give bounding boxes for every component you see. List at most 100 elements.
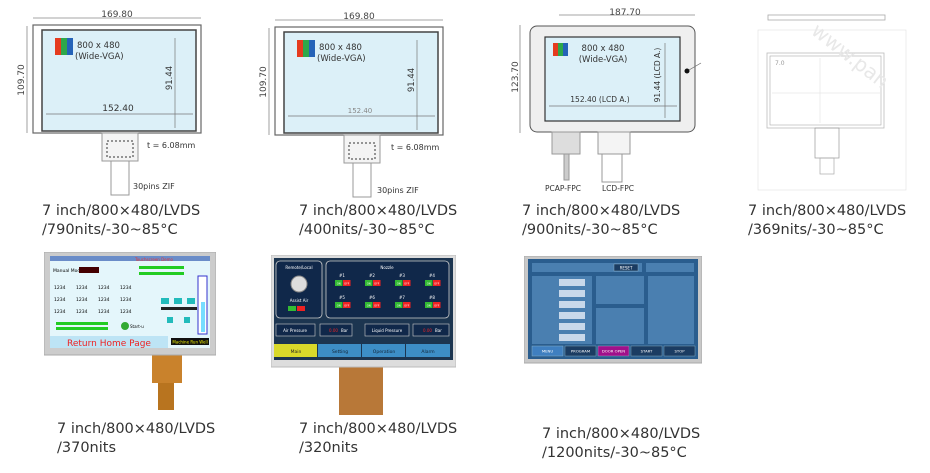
- nozzle-off-label: OFF: [374, 282, 380, 286]
- screen-tab: Operation: [373, 349, 396, 355]
- nozzle-on-label: ON: [337, 282, 341, 286]
- active-height: 91.44: [165, 66, 175, 90]
- spec-line: 7 inch/800×480/LVDS: [542, 426, 701, 442]
- screen-status: Machine Run Well: [172, 340, 207, 345]
- pcap-fpc-label: PCAP-FPC: [545, 184, 581, 193]
- screen-panel-title: Remote/Local: [285, 265, 312, 270]
- spec-line: 7 inch/800×480/LVDS: [522, 203, 681, 219]
- nozzle-on-label: ON: [337, 304, 341, 308]
- screen-button: [663, 345, 696, 357]
- spec-line: /400nits/-30~85°C: [299, 222, 435, 238]
- product-spec-1: 7 inch/800×480/LVDS /790nits/-30~85°C: [42, 202, 200, 240]
- screen-cell: 1234: [54, 309, 66, 315]
- screen-cell: 1234: [76, 297, 88, 303]
- nozzle-off-label: OFF: [344, 304, 350, 308]
- connector-label: 30pins ZIF: [133, 182, 175, 191]
- product-spec-7: 7 inch/800×480/LVDS /1200nits/-30~85°C: [542, 425, 700, 463]
- thickness-label: t = 6.08mm: [391, 143, 440, 152]
- screen-cell: 1234: [54, 285, 66, 291]
- nozzle-on-label: ON: [397, 304, 401, 308]
- nozzle-off-button: [343, 302, 351, 308]
- product-spec-5: 7 inch/800×480/LVDS /370nits: [57, 420, 215, 458]
- screen-home-label: Return Home Page: [67, 339, 151, 349]
- nozzle-label: #2: [369, 273, 375, 278]
- nozzle-label: #1: [339, 273, 345, 278]
- connector-label: 30pins ZIF: [377, 186, 419, 195]
- screen-cell: 1234: [54, 297, 66, 303]
- nozzle-off-label: OFF: [434, 304, 440, 308]
- screen-button: [630, 345, 663, 357]
- liquid-pressure-value: 0.00: [423, 328, 432, 333]
- spec-line: /790nits/-30~85°C: [42, 222, 178, 238]
- screen-tab: Setting: [332, 349, 348, 355]
- screen-button: [597, 345, 630, 357]
- screen-tab: Main: [291, 349, 302, 355]
- active-height: 91.44: [407, 68, 417, 92]
- screen-cell: 1234: [76, 309, 88, 315]
- screen-cell: 1234: [120, 297, 132, 303]
- nozzle-label: #4: [429, 273, 435, 278]
- nozzle-on-label: ON: [367, 304, 371, 308]
- product-drawing-3: 187.70 123.70 800 x 480 (Wide-VGA) 91.44…: [511, 8, 702, 193]
- product-spec-3: 7 inch/800×480/LVDS /900nits/-30~85°C: [522, 202, 680, 240]
- spec-line: 7 inch/800×480/LVDS: [299, 421, 458, 437]
- nozzle-on-button: [365, 302, 373, 308]
- size-label: 7.0: [775, 60, 785, 67]
- nozzle-on-button: [425, 302, 433, 308]
- nozzle-off-button: [403, 302, 411, 308]
- screen-cell: 1234: [120, 285, 132, 291]
- format-label: (Wide-VGA): [317, 54, 366, 64]
- nozzle-off-label: OFF: [434, 282, 440, 286]
- screen-logo: Start-u: [130, 324, 144, 329]
- width-dimension: 169.80: [101, 10, 133, 20]
- spec-line: /900nits/-30~85°C: [522, 222, 658, 238]
- unit-label: Bar: [341, 328, 348, 333]
- height-dimension: 109.70: [259, 66, 269, 98]
- nozzle-on-button: [335, 302, 343, 308]
- screen-button-label: START: [641, 349, 653, 354]
- nozzle-off-label: OFF: [374, 304, 380, 308]
- screen-cell: 1234: [98, 297, 110, 303]
- resolution-label: 800 x 480: [319, 43, 362, 53]
- product-drawing-4: 7.0 www.pan: [757, 14, 907, 191]
- spec-line: /369nits/-30~85°C: [748, 222, 884, 238]
- spec-line: 7 inch/800×480/LVDS: [57, 421, 216, 437]
- active-width: 152.40: [348, 107, 373, 115]
- screen-button-label: PROGRAM: [571, 349, 590, 354]
- nozzle-label: #6: [369, 295, 375, 300]
- product-spec-2: 7 inch/800×480/LVDS /400nits/-30~85°C: [299, 202, 457, 240]
- nozzle-off-button: [373, 302, 381, 308]
- screen-button-label: DOOR OPEN: [602, 349, 625, 354]
- spec-line: 7 inch/800×480/LVDS: [299, 203, 458, 219]
- width-dimension: 169.80: [343, 12, 375, 22]
- product-spec-6: 7 inch/800×480/LVDS /320nits: [299, 420, 457, 458]
- nozzle-on-label: ON: [427, 304, 431, 308]
- liquid-pressure-label: Liquid Pressure: [372, 328, 403, 333]
- unit-label: Bar: [435, 328, 442, 333]
- nozzle-on-label: ON: [397, 282, 401, 286]
- nozzle-on-button: [395, 302, 403, 308]
- width-dimension: 187.70: [609, 8, 641, 18]
- screen-button: [564, 345, 597, 357]
- spec-line: 7 inch/800×480/LVDS: [748, 203, 907, 219]
- height-dimension: 123.70: [511, 61, 521, 93]
- nozzle-on-label: ON: [367, 282, 371, 286]
- screen-title: Touchscreen Demo: [134, 257, 173, 262]
- screen-tab: Alarm: [421, 349, 434, 355]
- spec-line: 7 inch/800×480/LVDS: [42, 203, 201, 219]
- active-width: 152.40 (LCD A.): [570, 95, 630, 104]
- spec-line: /1200nits/-30~85°C: [542, 445, 687, 461]
- nozzle-on-button: [395, 280, 403, 286]
- screen-panel-title: Nozzle: [380, 265, 394, 270]
- product-drawing-2: 169.80 109.70 800 x 480 (Wide-VGA) 91.44…: [259, 12, 444, 198]
- nozzle-on-button: [425, 280, 433, 286]
- product-drawing-1: 169.80 109.70 800 x 480 (Wide-VGA) 91.44…: [17, 10, 202, 196]
- nozzle-off-button: [343, 280, 351, 286]
- nozzle-on-button: [335, 280, 343, 286]
- height-dimension: 109.70: [17, 64, 27, 96]
- spec-line: /320nits: [299, 440, 359, 456]
- screen-cell: 1234: [120, 309, 132, 315]
- spec-line: /370nits: [57, 440, 117, 456]
- format-label: (Wide-VGA): [75, 52, 124, 62]
